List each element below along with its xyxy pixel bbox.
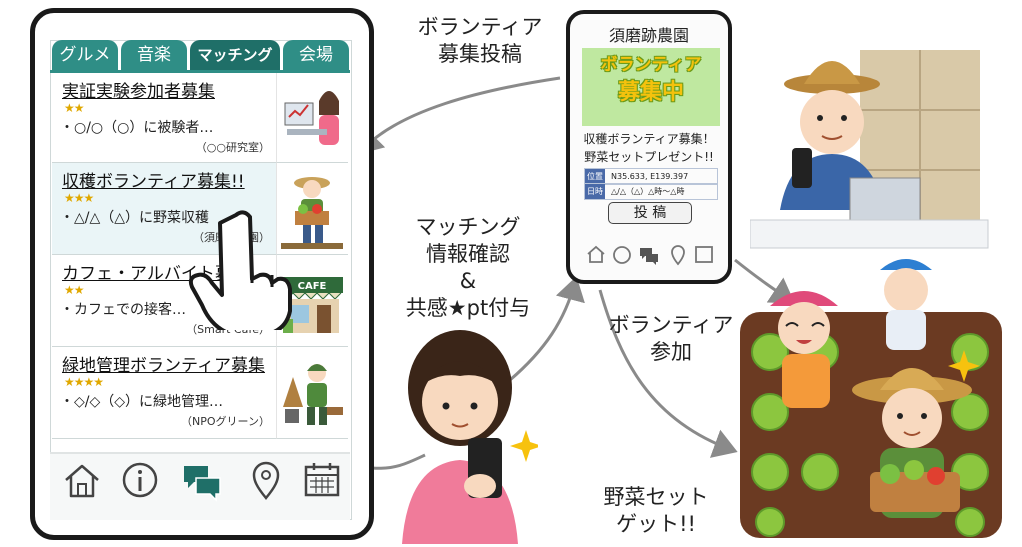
datetime-value: △/△（△）△時～△時 bbox=[611, 187, 685, 196]
calendar-icon[interactable] bbox=[300, 458, 344, 502]
farm-volunteers-illustration bbox=[740, 259, 1002, 538]
farmer-posting-illustration bbox=[750, 50, 989, 249]
card-description: ・カフェでの接客… bbox=[60, 302, 186, 318]
arrow-post-to-farm bbox=[598, 289, 738, 458]
arrow-user-to-post bbox=[509, 276, 585, 382]
farmer-illustration bbox=[276, 163, 348, 255]
card-rating: ★★ bbox=[64, 101, 84, 115]
home-icon[interactable] bbox=[60, 458, 104, 502]
label-line: ボランティア bbox=[417, 15, 543, 39]
label-line: 野菜セット bbox=[603, 485, 709, 509]
cafe-sign-text: CAFE bbox=[298, 281, 327, 292]
label-line: 情報確認 bbox=[426, 242, 510, 266]
arrow-app-to-user bbox=[371, 453, 426, 470]
info-icon bbox=[613, 246, 631, 264]
card-title: 緑地管理ボランティア募集 bbox=[62, 356, 265, 376]
tab-bar: グルメ 音楽 マッチング 会場 bbox=[50, 40, 350, 70]
card-title: 収穫ボランティア募集!! bbox=[62, 172, 245, 192]
info-icon[interactable] bbox=[118, 458, 162, 502]
list-item[interactable]: 実証実験参加者募集 ★★ ・○/○（○）に被験者… （○○研究室） bbox=[52, 73, 276, 163]
label-line: マッチング bbox=[415, 215, 521, 239]
label-line: ボランティア bbox=[608, 313, 734, 337]
post-phone-nav bbox=[587, 245, 713, 266]
tab-venue[interactable]: 会場 bbox=[283, 40, 349, 70]
chat-icon bbox=[640, 248, 658, 265]
smartphone-user-illustration bbox=[402, 330, 538, 544]
label-line: ゲット!! bbox=[616, 512, 696, 536]
tab-underline bbox=[50, 70, 350, 73]
location-value: N35.633, E139.397 bbox=[611, 172, 689, 181]
card-description: ・○/○（○）に被験者… bbox=[60, 120, 214, 136]
card-rating: ★★ bbox=[64, 283, 84, 297]
card-title: 実証実験参加者募集 bbox=[62, 82, 215, 102]
card-rating: ★★★★ bbox=[64, 375, 104, 389]
location-row: 位置 N35.633, E139.397 bbox=[584, 168, 718, 185]
tab-gourmet[interactable]: グルメ bbox=[52, 40, 118, 70]
label-get-vegetables: 野菜セット ゲット!! bbox=[596, 484, 716, 538]
calendar-icon bbox=[695, 246, 713, 263]
tab-matching[interactable]: マッチング bbox=[190, 40, 280, 70]
sparkle-icon bbox=[510, 430, 538, 462]
tab-music[interactable]: 音楽 bbox=[121, 40, 187, 70]
card-organizer: （NPOグリーン） bbox=[181, 415, 270, 428]
banner-line-1: ボランティア bbox=[600, 55, 702, 75]
farm-name: 須磨跡農園 bbox=[608, 26, 689, 45]
smartphone-icon bbox=[792, 148, 812, 188]
label-line: 募集投稿 bbox=[438, 42, 522, 66]
banner-line-2: 募集中 bbox=[617, 80, 684, 105]
post-headline-2: 野菜セットプレゼント!! bbox=[584, 150, 714, 164]
arrow-post-to-app bbox=[357, 76, 561, 155]
card-rating: ★★★ bbox=[64, 191, 94, 205]
location-icon[interactable] bbox=[244, 458, 288, 502]
label-volunteer-post: ボランティア 募集投稿 bbox=[405, 14, 555, 68]
label-line: 共感★pt付与 bbox=[405, 296, 531, 320]
banner-text: ボランティア 募集中 bbox=[585, 52, 717, 106]
home-icon bbox=[587, 245, 605, 263]
datetime-label: 日時 bbox=[585, 184, 605, 199]
datetime-row: 日時 △/△（△）△時～△時 bbox=[584, 183, 718, 200]
post-headline-1: 収穫ボランティア募集！ bbox=[583, 132, 715, 146]
card-organizer: （○○研究室） bbox=[195, 141, 270, 154]
location-icon bbox=[671, 245, 685, 266]
label-join: ボランティア 参加 bbox=[596, 312, 746, 366]
greenery-worker-illustration bbox=[276, 347, 348, 439]
card-description: ・△/△（△）に野菜収穫 bbox=[60, 210, 210, 226]
label-line: & bbox=[459, 269, 477, 293]
label-matching: マッチング 情報確認 & 共感★pt付与 bbox=[388, 214, 548, 322]
card-description: ・◇/◇（◇）に緑地管理… bbox=[60, 394, 224, 410]
list-item[interactable]: 緑地管理ボランティア募集 ★★★★ ・◇/◇（◇）に緑地管理… （NPOグリーン… bbox=[52, 347, 276, 439]
pointing-hand-icon bbox=[188, 210, 292, 330]
researcher-illustration bbox=[276, 73, 348, 163]
sparkle-icon bbox=[948, 350, 980, 382]
location-label: 位置 bbox=[585, 169, 605, 184]
chat-icon[interactable] bbox=[180, 458, 224, 502]
label-line: 参加 bbox=[650, 340, 692, 364]
post-button[interactable]: 投 稿 bbox=[608, 202, 692, 224]
volunteer-banner bbox=[582, 48, 720, 126]
